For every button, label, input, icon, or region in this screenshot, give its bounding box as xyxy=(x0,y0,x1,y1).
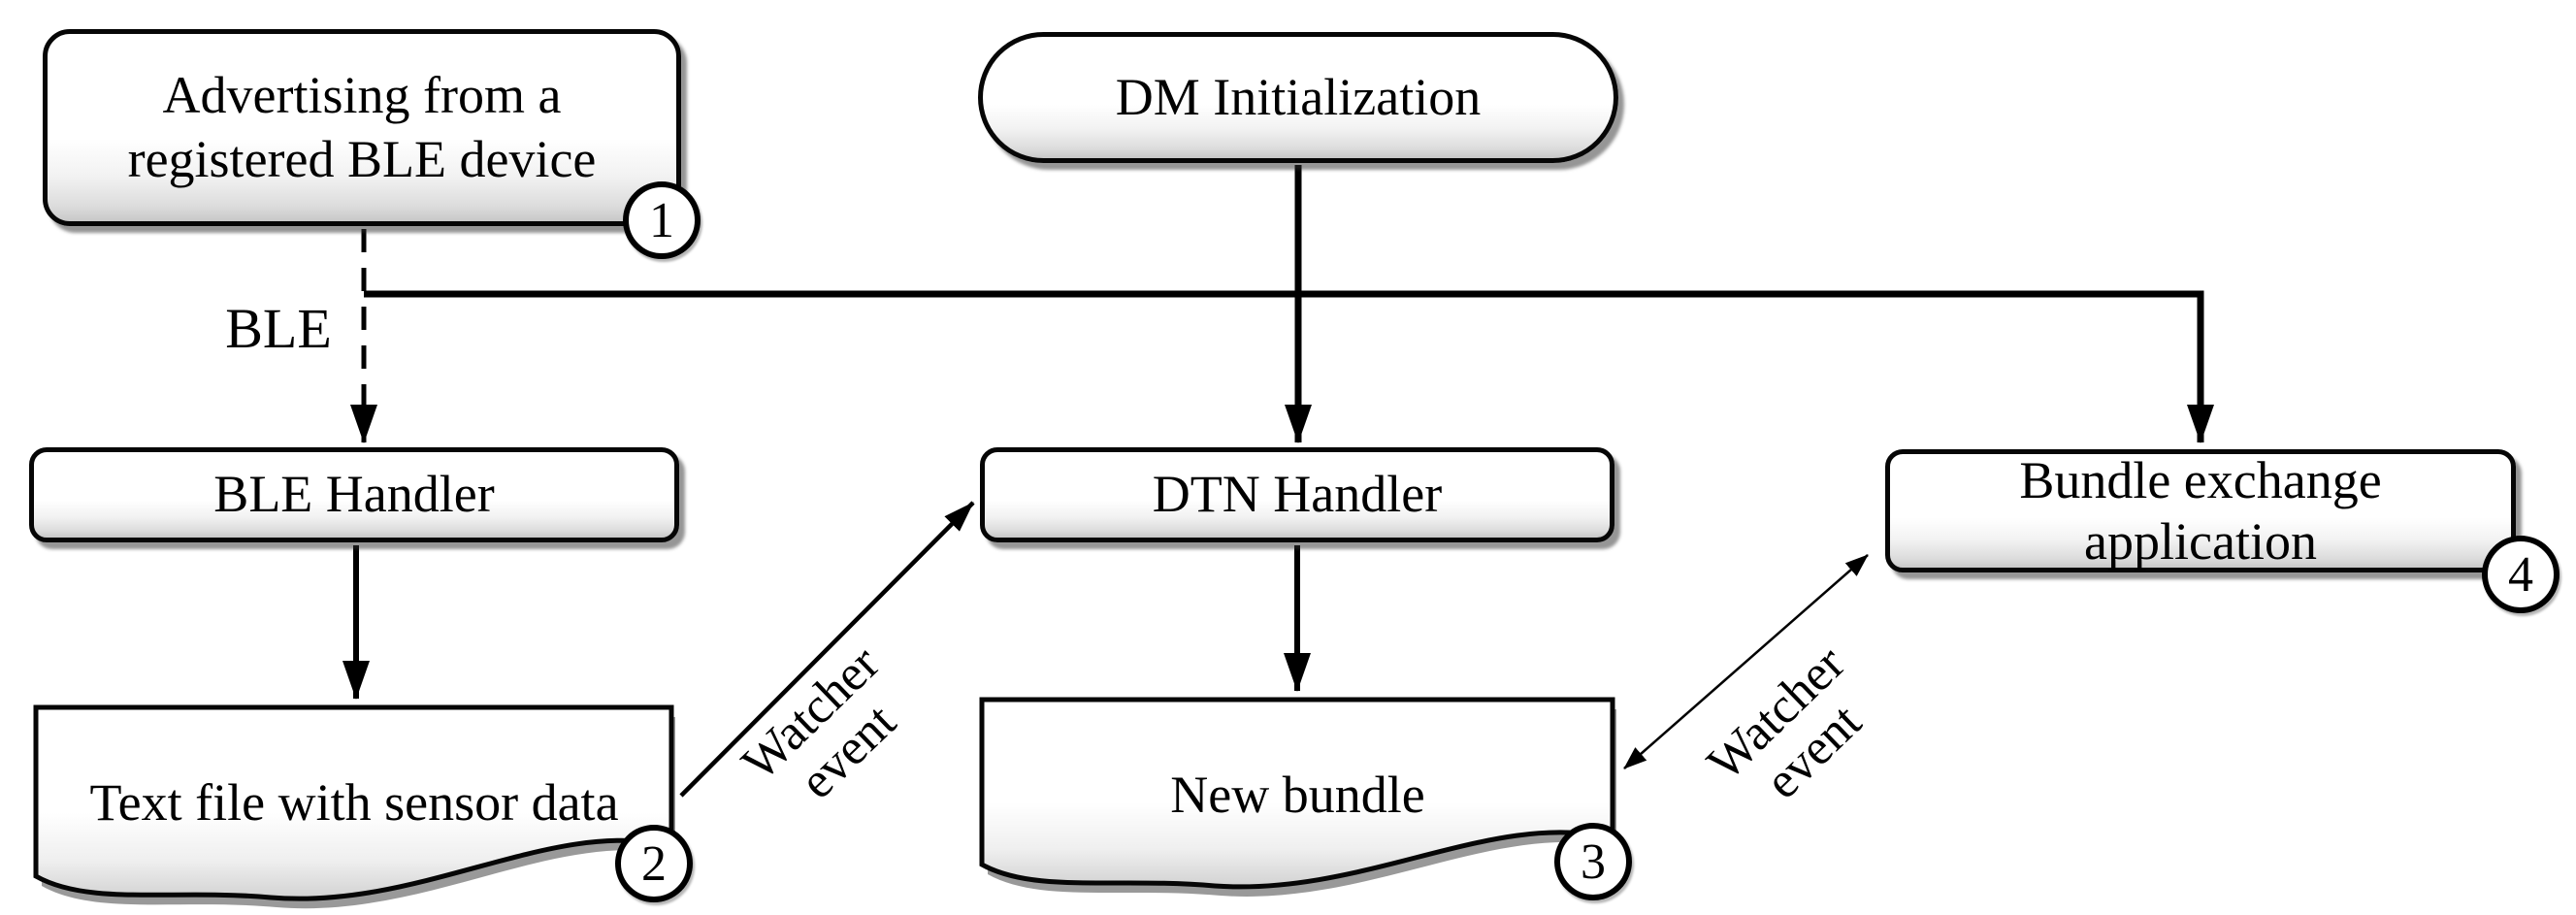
step-badge-4: 4 xyxy=(2482,536,2560,613)
node-label: DM Initialization xyxy=(1115,67,1482,126)
node-text-file-document: Text file with sensor data xyxy=(33,704,675,915)
node-label: New bundle xyxy=(1170,766,1425,824)
node-bundle-exchange-application: Bundle exchange application xyxy=(1885,449,2516,572)
node-label-line: Bundle exchange xyxy=(2019,451,2382,510)
node-advertising-ble-device: Advertising from a registered BLE device xyxy=(43,29,681,226)
step-badge-2: 2 xyxy=(615,825,693,902)
edge-label-watcher-event-right: Watcher event xyxy=(1653,593,1937,872)
document-shape xyxy=(979,697,1616,897)
node-ble-handler: BLE Handler xyxy=(29,447,679,542)
node-dtn-handler: DTN Handler xyxy=(980,447,1614,542)
node-dm-initialization: DM Initialization xyxy=(978,32,1618,163)
step-badge-3: 3 xyxy=(1554,823,1632,900)
step-badge-1: 1 xyxy=(623,181,701,259)
edge-label-watcher-event-left: Watcher event xyxy=(688,593,971,872)
node-label: DTN Handler xyxy=(1152,465,1443,524)
node-new-bundle-document: New bundle xyxy=(979,697,1616,901)
node-label-line: application xyxy=(2084,511,2317,571)
edge-trunk-to-bundle-app xyxy=(364,290,2214,443)
document-shape xyxy=(33,704,675,909)
node-label: Text file with sensor data xyxy=(89,773,619,832)
node-label-line: Advertising from a xyxy=(162,65,562,124)
edge-label-ble: BLE xyxy=(225,297,332,360)
node-label-line: registered BLE device xyxy=(127,129,597,188)
node-label: BLE Handler xyxy=(213,465,495,524)
